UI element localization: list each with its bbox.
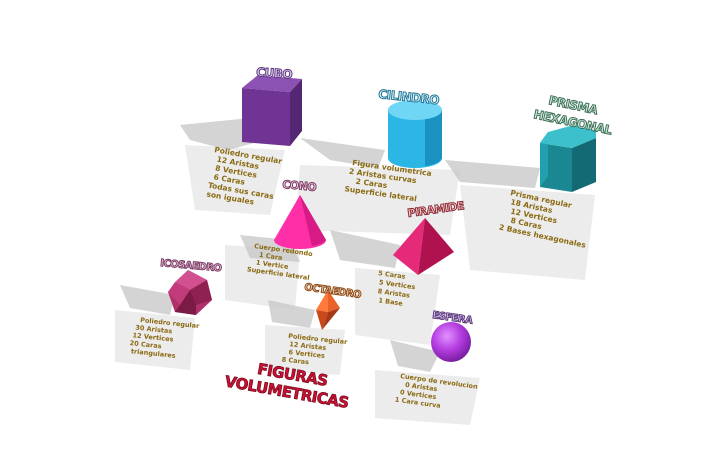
shadow-octa <box>268 300 315 328</box>
caption-cone-1: 1 Cara <box>259 251 283 262</box>
shadows <box>115 118 595 425</box>
octa-bottom-right <box>322 308 340 330</box>
caption-icosa-3: 20 Caras <box>129 339 162 350</box>
cube-shape[interactable] <box>242 75 302 146</box>
octa-bottom-left <box>316 310 328 330</box>
caption-octa-1: 12 Aristas <box>289 340 327 352</box>
pyramid-left <box>393 218 425 275</box>
cylinder-top <box>388 100 442 120</box>
prism-right <box>572 138 596 192</box>
caption-pyramid-3: 1 Base <box>378 296 404 307</box>
octa-top-left <box>316 290 328 312</box>
cone-shade <box>300 195 326 246</box>
icosa-top <box>175 270 207 290</box>
icosa-bottom <box>175 290 196 315</box>
icosa-mid <box>190 280 212 305</box>
caption-cylinder-2: 2 Caras <box>355 177 388 190</box>
hex-prism-shape[interactable] <box>540 125 596 192</box>
octahedron-shape[interactable] <box>316 290 340 330</box>
caption-octa-2: 6 Vertices <box>288 348 325 360</box>
shadow-cylinder-text <box>295 165 460 235</box>
shadow-pyramid-text <box>355 268 440 345</box>
caption-pyramid[interactable]: 5 Caras 5 Vertices 8 Aristas 1 Base <box>374 269 417 309</box>
shadow-cylinder <box>300 138 385 168</box>
prism-top <box>540 125 596 148</box>
shadow-cube-text <box>185 145 285 215</box>
cube-front-face <box>242 88 290 146</box>
shadow-sphere-text <box>375 370 480 425</box>
pyramid-shape[interactable] <box>393 218 454 275</box>
shadow-icosa-text <box>115 310 195 370</box>
shadow-sphere <box>390 340 440 372</box>
cube-side-face <box>290 79 302 146</box>
shadow-prism-text <box>460 185 595 280</box>
shadow-cone-text <box>225 245 300 310</box>
shadow-octa-text <box>265 325 345 375</box>
octa-top-right <box>328 290 340 312</box>
shadow-icosa <box>120 285 175 315</box>
cone-shape[interactable] <box>274 195 326 249</box>
caption-octa-3: 8 Caras <box>281 355 309 366</box>
caption-icosa-1: 30 Aristas <box>135 324 173 336</box>
icosahedron-shape[interactable] <box>168 270 212 315</box>
cylinder-shade <box>425 110 442 166</box>
caption-pyramid-0: 5 Caras <box>378 269 406 281</box>
label-cube[interactable]: CUBO <box>255 65 293 82</box>
cube-top-face <box>242 75 302 92</box>
sphere-shape[interactable] <box>431 322 471 362</box>
label-cylinder[interactable]: CILINDRO <box>377 87 440 108</box>
prism-left <box>540 132 548 187</box>
icosa-left <box>168 282 190 305</box>
label-cone[interactable]: CONO <box>281 178 317 195</box>
pyramid-right <box>418 218 454 275</box>
shadow-prism <box>445 160 540 188</box>
shadow-pyramid <box>330 230 400 268</box>
cylinder-shape[interactable] <box>388 100 442 168</box>
